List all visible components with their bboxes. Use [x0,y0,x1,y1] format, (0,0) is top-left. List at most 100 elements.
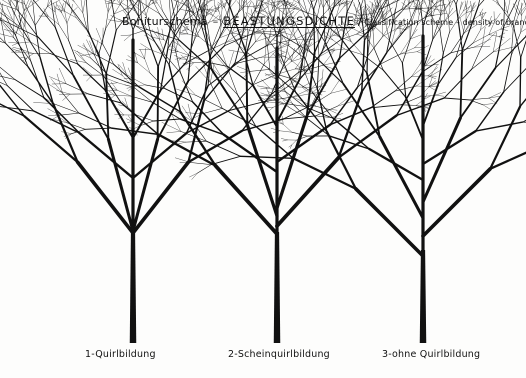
twig [483,105,490,109]
branch [247,125,277,216]
twig [55,2,57,12]
twig [67,13,71,23]
twig [489,16,491,23]
twig [59,25,69,41]
twig [352,20,362,22]
twig [152,0,162,11]
twig [242,8,246,19]
branch [520,58,521,107]
twig [444,70,471,99]
twig [383,28,397,36]
twig [105,0,108,12]
twig [481,19,482,29]
twig [211,60,221,77]
branch [340,12,348,58]
branch [74,76,109,139]
twig [489,29,501,34]
twig [334,0,361,7]
twig [34,102,54,103]
twig [12,43,18,45]
branch [293,158,356,189]
tree-trunk [274,232,281,343]
branch [106,74,108,139]
twig [282,116,283,124]
branch [188,34,192,81]
twig [471,5,476,11]
twig [518,3,523,14]
twig [202,108,222,114]
twig [397,23,408,28]
twig [244,6,262,7]
twig [117,90,131,96]
twig [253,64,264,85]
twig [210,26,225,56]
twig [471,45,482,69]
twig [281,138,287,140]
twig [141,44,151,50]
branch [88,31,99,53]
twig [103,0,111,1]
twig [307,2,312,20]
branch [402,40,410,63]
twig [264,50,277,64]
twig [472,2,475,10]
twig [283,140,288,141]
twig [319,38,330,58]
twig [59,94,70,95]
branch [31,61,44,98]
twig [221,77,238,95]
branch [8,86,34,111]
twig [68,4,89,32]
twig [395,23,402,31]
twig [261,88,270,89]
tree-trunk [130,233,137,343]
twig [190,173,198,177]
branch [440,30,443,53]
twig [244,9,256,29]
twig [192,173,198,180]
twig [74,50,91,58]
twig [283,5,286,13]
tree-caption-1: 1-Quirlbildung [85,349,156,360]
branch [133,133,187,178]
branch [423,131,476,164]
twig [257,0,275,6]
tree-trunk [420,250,427,343]
branch [158,81,189,139]
twig [435,92,446,95]
twig [214,0,216,11]
twig [494,13,500,22]
twig [5,43,28,67]
twig [246,19,248,34]
twig [198,165,212,173]
branch [504,56,512,93]
twig [433,21,445,40]
twig [429,87,435,91]
branch [314,9,315,52]
twig [299,3,307,20]
twig [344,32,351,42]
twig [385,21,389,40]
branch [504,67,526,92]
twig [232,33,239,34]
branch [369,149,423,180]
twig [281,57,296,92]
twig [47,6,55,12]
twig [497,3,508,12]
twig [292,0,307,13]
twig [463,22,471,36]
twig [264,46,266,64]
twig [220,0,222,9]
twig [50,0,56,27]
twig [391,34,400,46]
twig [317,57,319,88]
twig [145,48,146,59]
twig [66,84,88,94]
twig [246,1,248,8]
twig [327,0,331,3]
twig [470,1,472,10]
branch [106,30,116,74]
twig [354,2,357,12]
twig [225,0,228,7]
branch [421,10,423,26]
